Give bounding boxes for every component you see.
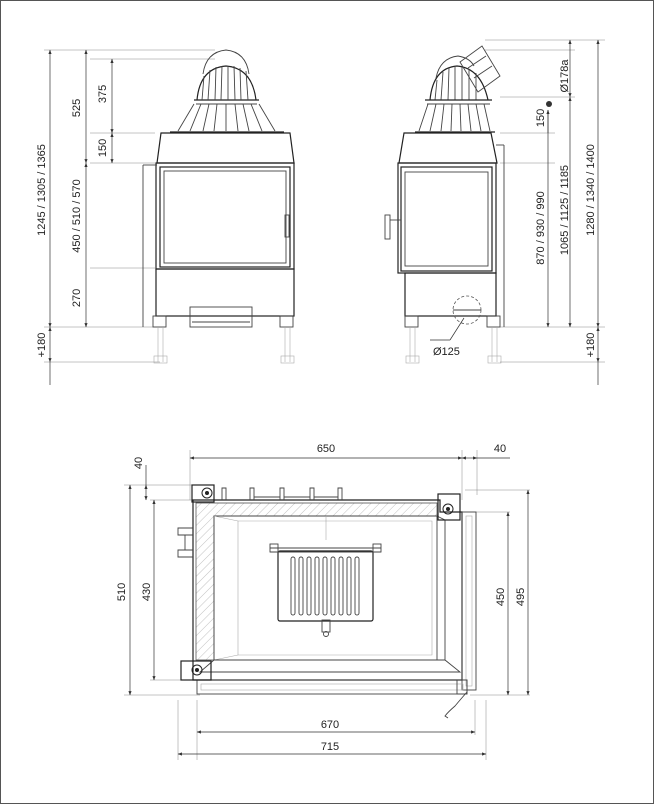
front-dim-450: 450 / 510 / 570 [71, 179, 83, 252]
plan-dim-715: 715 [321, 741, 339, 753]
side-dim-180: +180 [585, 333, 597, 358]
front-ash-drawer[interactable] [189, 306, 253, 328]
plan-dim-510: 510 [116, 583, 128, 601]
plan-dim-450: 450 [495, 588, 507, 606]
side-view: Ø178a 150 870 / 930 / 990 1065 / 1125 / … [384, 39, 605, 385]
front-flue-dome [170, 49, 284, 133]
side-flue-dome [415, 45, 501, 133]
side-base [404, 272, 497, 317]
side-door-handle[interactable] [384, 214, 391, 240]
front-hood [156, 132, 295, 164]
plan-dim-40-left: 40 [133, 457, 145, 469]
flue-center-marker [546, 101, 552, 107]
plan-hinge-bottom-left [180, 660, 212, 681]
plan-dim-430: 430 [141, 583, 153, 601]
front-dim-525: 525 [71, 99, 83, 117]
side-dim-150: 150 [535, 109, 547, 127]
front-view: 1245 / 1305 / 1365 525 375 150 450 / 510… [36, 49, 295, 385]
plan-hinge-top-left [191, 484, 215, 503]
front-dim-1245: 1245 / 1305 / 1365 [36, 144, 48, 236]
side-air-inlet [430, 295, 482, 341]
plan-casing [192, 499, 477, 695]
front-dim-150: 150 [97, 139, 109, 157]
front-base [155, 268, 295, 317]
side-dim-1280: 1280 / 1340 / 1400 [585, 144, 597, 236]
front-body [155, 162, 295, 270]
side-body [397, 162, 497, 274]
plan-grate [269, 543, 382, 637]
front-dim-270: 270 [71, 289, 83, 307]
plan-dim-40-top: 40 [494, 443, 506, 455]
side-dim-178: Ø178a [559, 59, 571, 93]
side-door [400, 166, 493, 272]
plan-left-bracket [177, 527, 193, 558]
plan-back-brackets [221, 487, 343, 500]
front-dim-180: +180 [36, 333, 48, 358]
plan-dim-670: 670 [321, 719, 339, 731]
plan-view: 650 40 40 510 430 450 495 670 715 [116, 443, 530, 760]
side-dim-125: Ø125 [433, 346, 460, 358]
front-feet [152, 315, 295, 364]
side-dim-1065: 1065 / 1125 / 1185 [559, 165, 571, 255]
side-glass [404, 171, 489, 267]
plan-dim-650: 650 [317, 443, 335, 455]
plan-door-handle-cable[interactable] [444, 691, 468, 719]
front-door [159, 166, 291, 268]
side-hood [398, 132, 498, 164]
front-door-handle[interactable] [284, 214, 290, 238]
side-dim-870: 870 / 930 / 990 [535, 191, 547, 264]
side-feet [404, 315, 502, 364]
plan-dim-495: 495 [515, 588, 527, 606]
front-glass [163, 170, 287, 264]
plan-hinge-top-right [437, 493, 461, 521]
front-dim-375: 375 [97, 85, 109, 103]
